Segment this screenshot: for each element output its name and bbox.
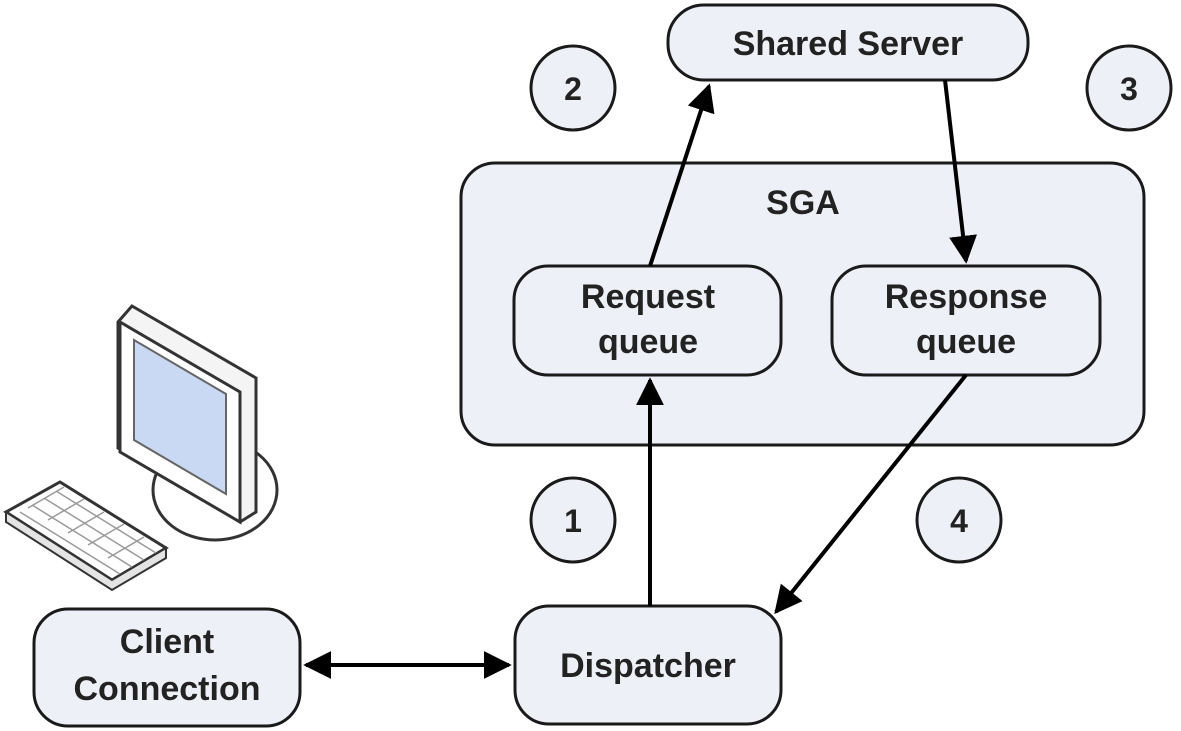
client-connection-label-line2: Connection (74, 670, 261, 708)
step-1-number: 1 (564, 503, 582, 539)
dispatcher-label: Dispatcher (560, 647, 736, 685)
desktop-computer-icon (3, 304, 279, 592)
response-queue-label-line2: queue (916, 323, 1016, 361)
shared-server-node: Shared Server (666, 3, 1030, 82)
client-connection-label-line1: Client (120, 623, 214, 661)
request-queue-label-line1: Request (581, 278, 715, 316)
step-2-number: 2 (564, 71, 582, 107)
step-1-badge: 1 (529, 476, 617, 564)
arrow-request-queue-to-shared-server (648, 83, 715, 267)
step-3-badge: 3 (1085, 44, 1173, 132)
step-4-number: 4 (950, 503, 968, 539)
request-queue-node: Request queue (512, 264, 783, 377)
response-queue-label-line1: Response (885, 278, 1048, 316)
step-4-badge: 4 (915, 476, 1003, 564)
monitor-screen (133, 338, 227, 496)
shared-server-label: Shared Server (733, 25, 964, 63)
sga-label: SGA (766, 184, 840, 222)
request-queue-label-line2: queue (598, 323, 698, 361)
step-2-badge: 2 (529, 44, 617, 132)
keyboard-icon (3, 480, 169, 592)
step-3-number: 3 (1120, 71, 1138, 107)
arrow-response-queue-to-dispatcher (774, 373, 968, 615)
client-connection-node: Client Connection (32, 607, 302, 728)
response-queue-node: Response queue (830, 264, 1102, 377)
arrow-shared-server-to-response-queue (943, 79, 978, 264)
dispatcher-node: Dispatcher (513, 604, 783, 726)
